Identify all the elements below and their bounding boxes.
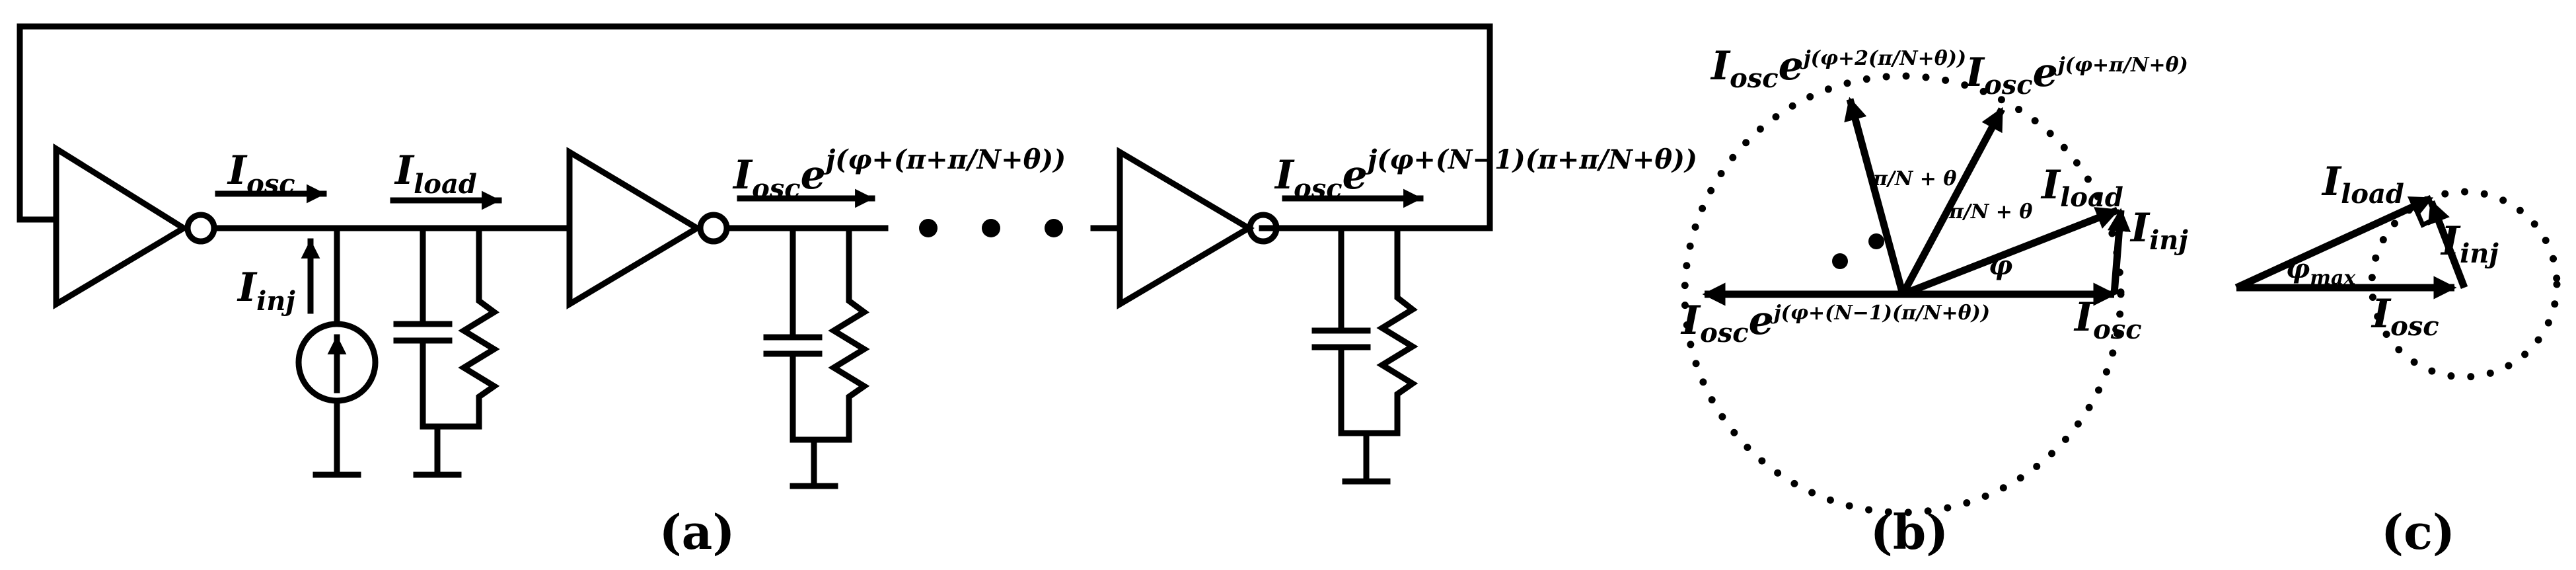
label-i-osc: Iosc [227,147,295,200]
caption-c: (c) [2381,504,2455,560]
label-i-osc-c: Iosc [2371,291,2439,342]
label-i-inj: Iinj [237,265,295,317]
ellipsis-dot-2 [1868,233,1884,249]
panel-c-locking-range: Iload Iinj Iosc φmax (c) [2234,159,2561,560]
load-rc-2 [763,225,870,489]
right-angle-mark [2412,205,2441,228]
inverter-bubble-1 [184,212,217,245]
inverter-n [1117,147,1280,309]
load-rc-n [1311,225,1418,485]
panel-a-circuit: Iosc Iload Iinj Ioscej(φ+(π+π/N+θ)) Iosc… [17,23,1697,560]
caption-b: (b) [1870,504,1948,560]
vector-i-load-c [2234,194,2434,292]
inverter-2 [566,147,730,309]
phasor-circle [1681,72,2125,516]
label-i-load-c: Iload [2321,159,2404,210]
label-phi: φ [1989,250,2012,281]
label-stage2-current: Ioscej(φ+(π+π/N+θ)) [732,144,1066,204]
feedback-wire [17,23,1493,231]
label-top-left-phasor: Ioscej(φ+2(π/N+θ)) [1710,43,1966,94]
inverter-1 [53,143,217,309]
label-left-phasor: Ioscej(φ+(N−1)(π/N+θ)) [1680,298,1990,348]
inverter-bubble-n [1247,212,1280,245]
inverter-bubble-2 [697,212,730,245]
label-i-inj-b: Iinj [2129,205,2188,256]
label-i-osc-b: Iosc [2073,294,2142,345]
label-i-load-b: Iload [2040,162,2123,213]
stage-ellipsis [919,219,1063,237]
vector-i-inj [2107,208,2131,295]
label-i-inj-c: Iinj [2440,218,2499,269]
ellipsis-dot-1 [1832,253,1848,269]
vector-top-left [1844,97,1907,296]
label-phi-max: φmax [2286,253,2356,290]
injection-current-source [295,225,379,478]
vector-top-right [1899,106,2005,296]
label-angle-1: π/N + θ [1872,167,1956,190]
label-top-right-phasor: Ioscej(φ+π/N+θ) [1964,50,2188,101]
injection-circle [2368,188,2561,381]
vector-i-load [1901,206,2120,298]
panel-b-phasor-diagram: Ioscej(φ+2(π/N+θ)) Ioscej(φ+π/N+θ) π/N +… [1680,43,2188,560]
label-i-load: Iload [394,147,477,200]
caption-a: (a) [659,504,735,560]
load-rc-1 [393,225,500,478]
label-stagen-current: Ioscej(φ+(N−1)(π+π/N+θ)) [1274,144,1697,204]
label-angle-2: π/N + θ [1948,200,2032,224]
